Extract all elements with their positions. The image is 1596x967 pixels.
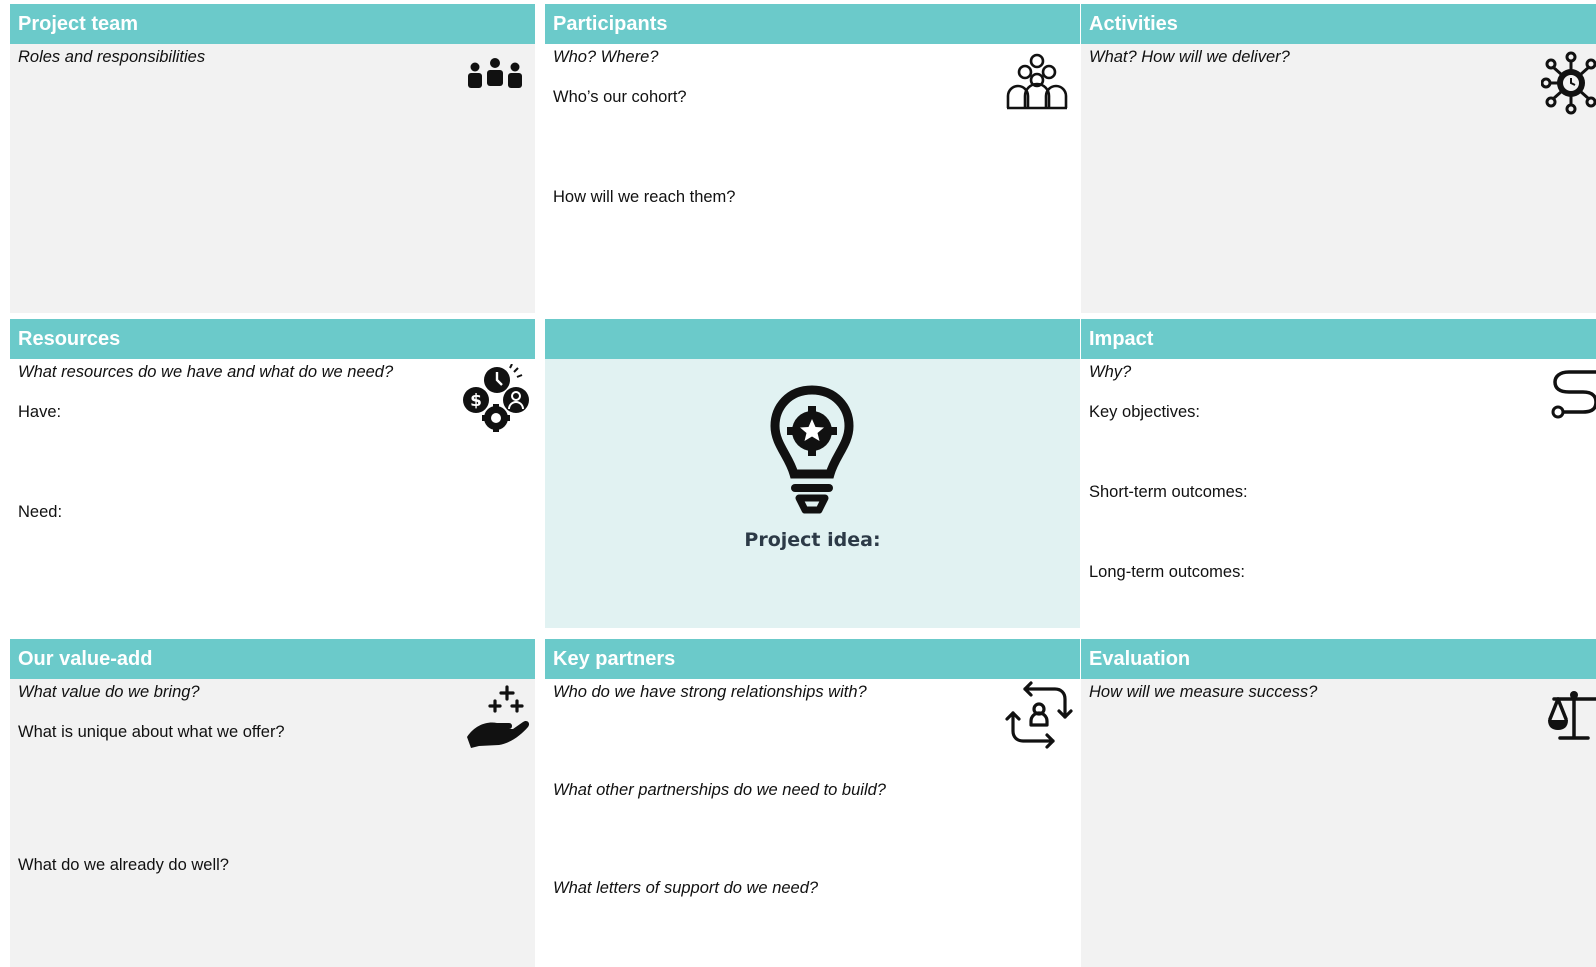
partner-exchange-icon (1005, 681, 1073, 749)
resources-prompt: What resources do we have and what do we… (18, 363, 394, 381)
resources-body[interactable]: What resources do we have and what do we… (10, 359, 535, 628)
activities-body[interactable]: What? How will we deliver? (1081, 44, 1596, 313)
value-add-do-well-question: What do we already do well? (18, 856, 229, 874)
participants-reach-question: How will we reach them? (553, 188, 736, 206)
value-add-header: Our value-add (10, 639, 535, 679)
resources-panel: Resources What resources do we have and … (10, 319, 535, 628)
evaluation-panel: Evaluation How will we measure success? (1081, 639, 1596, 967)
key-partners-header: Key partners (545, 639, 1080, 679)
impact-panel: Impact Why? Key objectives: Short-term o… (1081, 319, 1596, 628)
project-idea-label: Project idea: (744, 529, 881, 551)
participants-cohort-question: Who’s our cohort? (553, 88, 687, 106)
resources-need-label: Need: (18, 503, 63, 521)
value-add-panel: Our value-add What value do we bring? Wh… (10, 639, 535, 967)
participants-header: Participants (545, 4, 1080, 44)
impact-long-term: Long-term outcomes: (1089, 563, 1245, 581)
key-partners-panel: Key partners Who do we have strong relat… (545, 639, 1080, 967)
resources-have-label: Have: (18, 403, 62, 421)
lightbulb-icon (770, 385, 854, 514)
group-icon (1006, 53, 1068, 110)
route-icon (1551, 370, 1596, 419)
key-partners-prompt: Who do we have strong relationships with… (553, 683, 867, 701)
resources-icon: $ (463, 364, 529, 432)
project-idea-panel: Project idea: (545, 319, 1080, 628)
hand-sparkle-icon (467, 685, 530, 748)
key-partners-letters-question: What letters of support do we need? (553, 879, 819, 897)
participants-panel: Participants Who? Where? Who’s our cohor… (545, 4, 1080, 313)
activities-header: Activities (1081, 4, 1596, 44)
participants-body[interactable]: Who? Where? Who’s our cohort? How will w… (545, 44, 1080, 313)
project-idea-body[interactable]: Project idea: (545, 359, 1080, 628)
team-icon (468, 58, 522, 88)
impact-prompt: Why? (1089, 363, 1132, 381)
impact-key-objectives: Key objectives: (1089, 403, 1200, 421)
resources-header: Resources (10, 319, 535, 359)
project-team-panel: Project team Roles and responsibilities (10, 4, 535, 313)
evaluation-header: Evaluation (1081, 639, 1596, 679)
value-add-prompt: What value do we bring? (18, 683, 200, 701)
svg-text:$: $ (470, 391, 482, 411)
key-partners-body[interactable]: Who do we have strong relationships with… (545, 679, 1080, 967)
project-idea-header (545, 319, 1080, 359)
value-add-unique-question: What is unique about what we offer? (18, 723, 285, 741)
activities-panel: Activities What? How will we deliver? (1081, 4, 1596, 313)
process-gear-icon (1541, 51, 1596, 115)
participants-prompt: Who? Where? (553, 48, 659, 66)
evaluation-prompt: How will we measure success? (1089, 683, 1318, 701)
impact-short-term: Short-term outcomes: (1089, 483, 1248, 501)
evaluation-body[interactable]: How will we measure success? (1081, 679, 1596, 967)
impact-header: Impact (1081, 319, 1596, 359)
impact-body[interactable]: Why? Key objectives: Short-term outcomes… (1081, 359, 1596, 628)
project-team-prompt: Roles and responsibilities (18, 48, 206, 66)
activities-prompt: What? How will we deliver? (1089, 48, 1290, 66)
value-add-body[interactable]: What value do we bring? What is unique a… (10, 679, 535, 967)
project-team-header: Project team (10, 4, 535, 44)
key-partners-build-question: What other partnerships do we need to bu… (553, 781, 886, 799)
project-team-body[interactable]: Roles and responsibilities (10, 44, 535, 313)
scales-icon (1548, 691, 1596, 740)
